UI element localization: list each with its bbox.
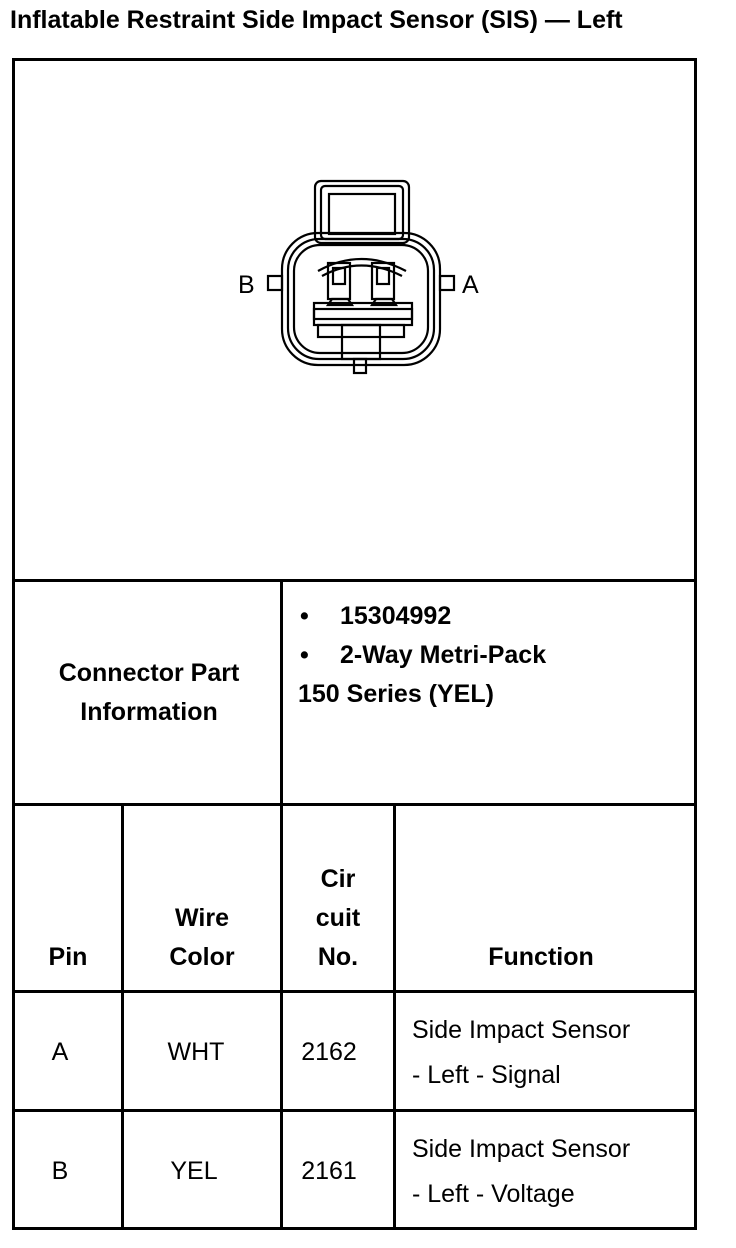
divider-part-info — [12, 803, 697, 806]
list-item: • 2-Way Metri-Pack — [298, 636, 546, 675]
header-wire-color-line1: Wire — [175, 904, 229, 932]
row-b-circuit: 2161 — [301, 1157, 357, 1185]
pin-label-b: B — [238, 271, 255, 299]
connector-part-info-label-line2: Information — [80, 698, 218, 726]
page-title: Inflatable Restraint Side Impact Sensor … — [10, 6, 623, 34]
header-circuit-no: Cir cuit No. — [283, 860, 393, 977]
row-b-pin: B — [51, 1157, 69, 1185]
connector-part-info-values: • 15304992 • 2-Way Metri-Pack 150 Series… — [298, 597, 546, 714]
row-b-function: Side Impact Sensor - Left - Voltage — [412, 1127, 630, 1217]
pin-label-a: A — [462, 271, 479, 299]
connector-table-frame — [12, 58, 697, 1230]
row-a-wire-color: WHT — [167, 1038, 225, 1066]
connector-part-info-label-line1: Connector Part — [58, 659, 240, 687]
divider-header — [12, 990, 697, 993]
row-a-pin: A — [51, 1038, 69, 1066]
divider-col-wire — [280, 803, 283, 1228]
divider-row-a — [12, 1109, 697, 1112]
connector-face-drawing: B A — [238, 179, 479, 375]
row-a-function: Side Impact Sensor - Left - Signal — [412, 1008, 630, 1098]
row-a-function-line2: - Left - Signal — [412, 1061, 561, 1089]
part-number: 15304992 — [340, 602, 452, 630]
bullet-icon: • — [300, 602, 309, 630]
row-b-function-line1: Side Impact Sensor — [412, 1135, 631, 1163]
divider-col-circuit — [393, 803, 396, 1228]
divider-part-info-col — [280, 579, 283, 806]
header-function: Function — [488, 943, 594, 971]
row-a-circuit: 2162 — [301, 1038, 357, 1066]
connector-series: 150 Series (YEL) — [298, 680, 494, 708]
row-b-function-line2: - Left - Voltage — [412, 1180, 575, 1208]
row-b-wire-color: YEL — [170, 1157, 218, 1185]
header-circuit-line2: cuit — [315, 904, 361, 932]
header-circuit-line1: Cir — [320, 865, 356, 893]
header-pin: Pin — [48, 943, 88, 971]
bullet-icon: • — [300, 641, 309, 669]
connector-part-info-label: Connector Part Information — [15, 583, 283, 803]
list-item: • 15304992 — [298, 597, 546, 636]
connector-type: 2-Way Metri-Pack — [340, 641, 547, 669]
header-wire-color: Wire Color — [124, 899, 280, 977]
header-wire-color-line2: Color — [169, 943, 235, 971]
divider-diagram — [12, 579, 697, 582]
header-circuit-line3: No. — [317, 943, 359, 971]
connector-diagram: B A — [230, 175, 500, 380]
divider-col-pin — [121, 803, 124, 1228]
row-a-function-line1: Side Impact Sensor — [412, 1016, 631, 1044]
